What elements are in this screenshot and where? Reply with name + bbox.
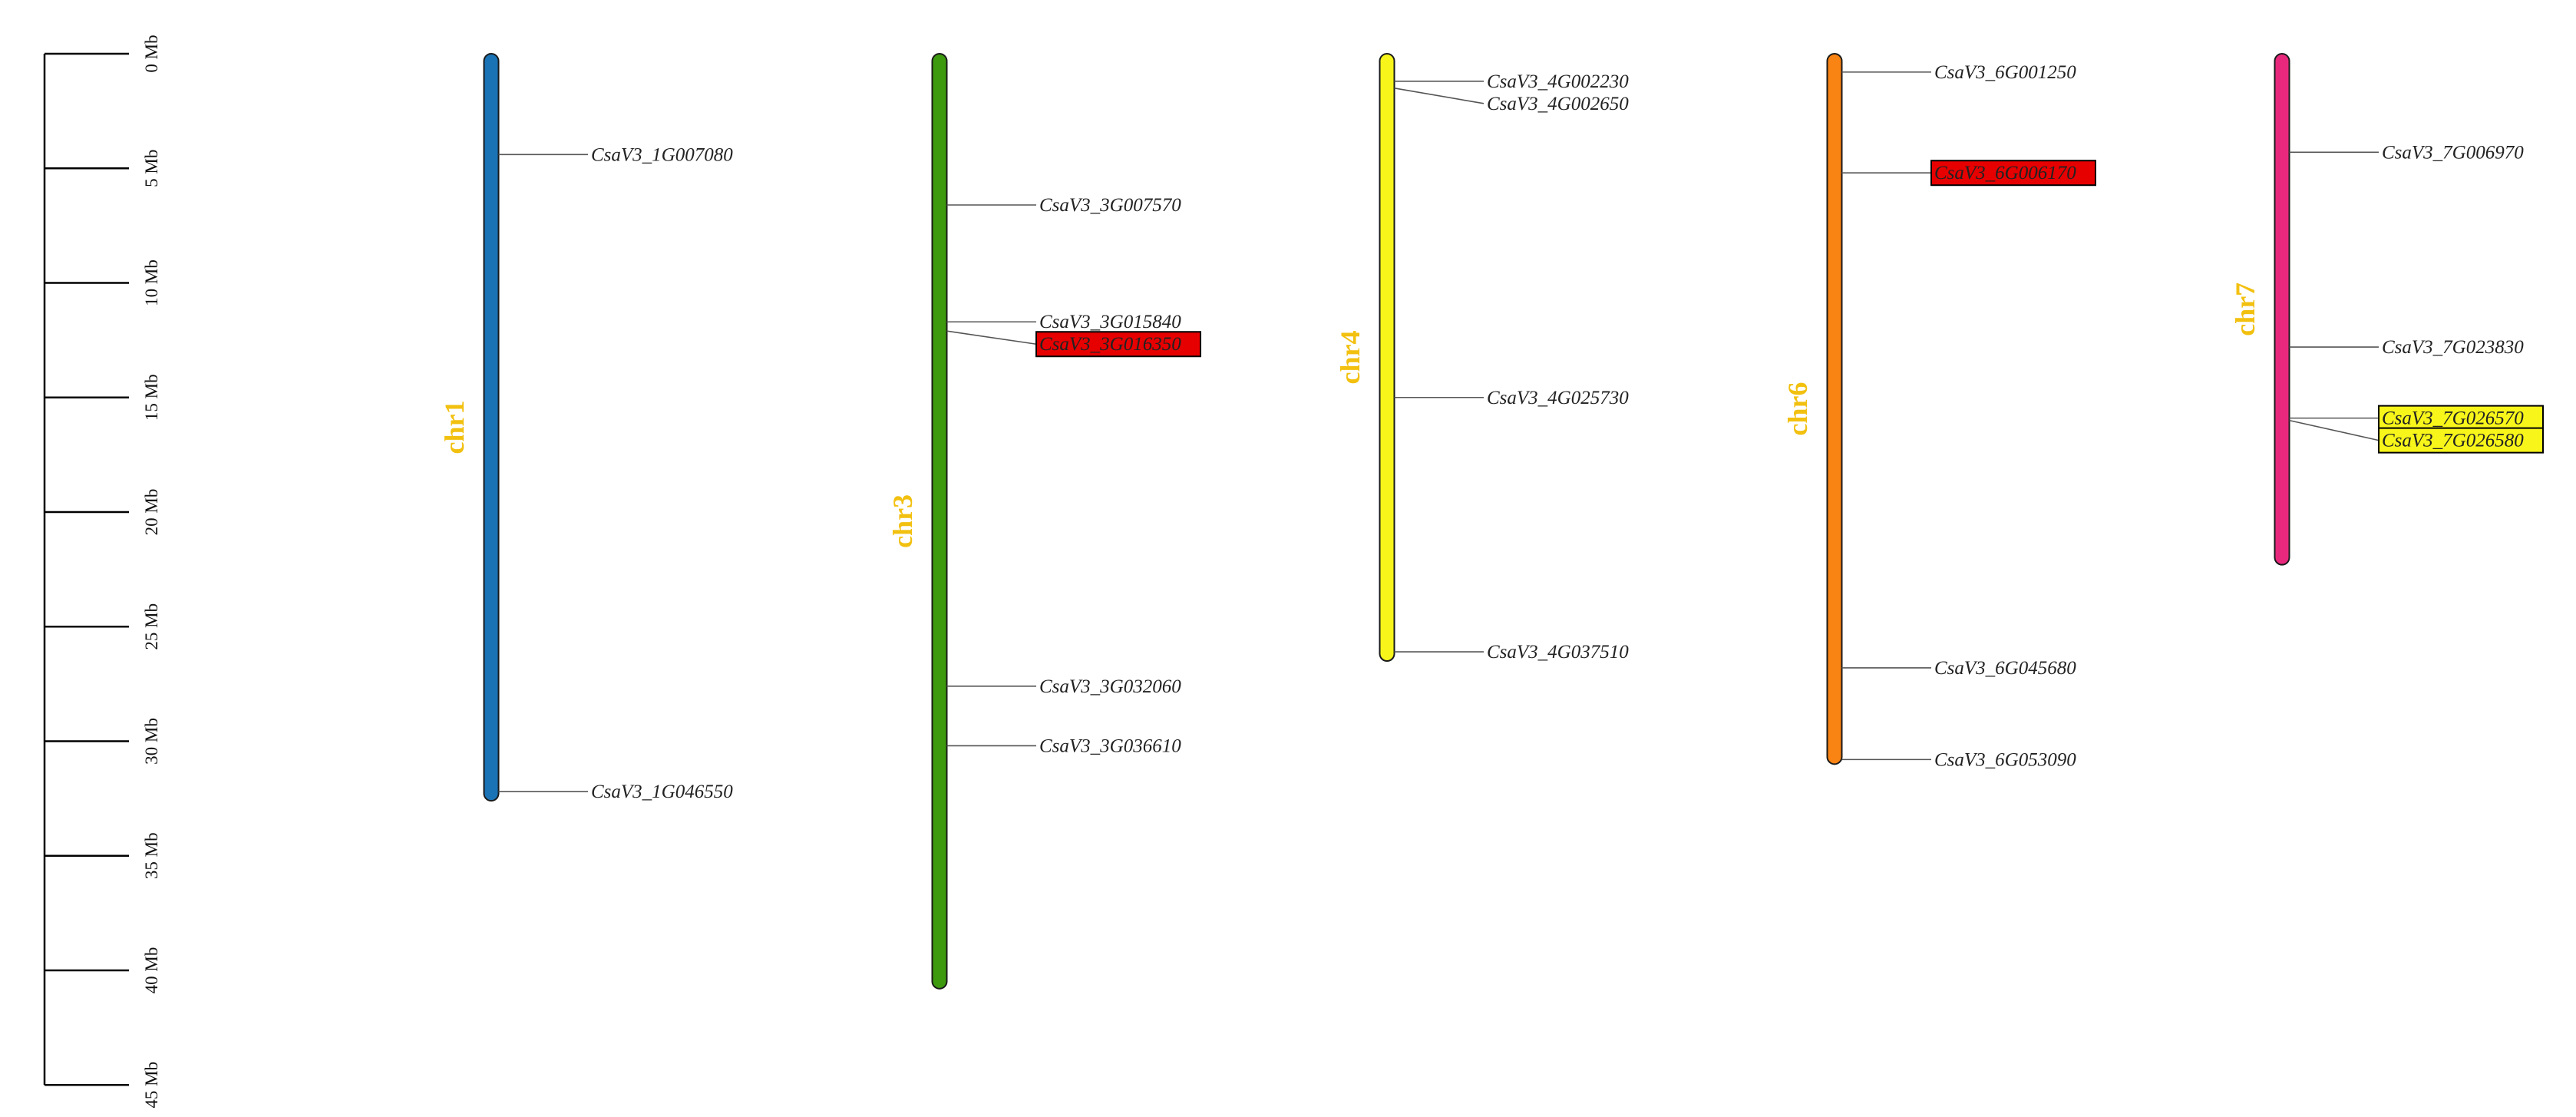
gene-highlight-box (2378, 427, 2544, 454)
scale-bar: 0 Mb 5 Mb 10 Mb 15 Mb 20 Mb 25 Mb 30 Mb 35 Mb 40… (43, 35, 161, 1109)
gene-label: CsaV3_3G007570 (1039, 195, 1181, 216)
gene-connector (2289, 419, 2379, 441)
scale-tick-label: 40 Mb (142, 947, 161, 994)
gene-label: CsaV3_7G006970 (2382, 142, 2524, 163)
gene-highlight-box (1035, 331, 1201, 358)
gene-label: CsaV3_4G037510 (1487, 642, 1629, 663)
scale-tick-label: 30 Mb (142, 718, 161, 765)
chromosome-label: chr7 (2230, 283, 2261, 336)
chromosome-bar (1826, 53, 1843, 765)
gene-highlight-box (1930, 160, 2096, 187)
scale-tick-label: 0 Mb (142, 35, 161, 72)
scale-tick-label: 15 Mb (142, 374, 161, 421)
gene-label: CsaV3_3G016350 (1039, 334, 1181, 355)
gene-label: CsaV3_4G002650 (1487, 94, 1629, 114)
gene-label: CsaV3_3G036610 (1039, 735, 1181, 756)
gene-label: CsaV3_4G025730 (1487, 388, 1629, 408)
gene-label: CsaV3_6G006170 (1934, 163, 2076, 183)
gene-label: CsaV3_3G032060 (1039, 676, 1181, 697)
chromosome-label: chr4 (1335, 331, 1366, 385)
chromosome-label: chr1 (439, 401, 470, 454)
gene-label: CsaV3_1G046550 (591, 782, 733, 802)
chromosome-bar (931, 53, 948, 990)
chromosome-label: chr3 (887, 494, 918, 548)
chromosome-bar (2274, 53, 2290, 566)
scale-tick-label: 25 Mb (142, 603, 161, 650)
gene-label: CsaV3_1G007080 (591, 144, 733, 165)
chromosome-bar (483, 53, 500, 802)
chromosome-chr4: chr4 CsaV3_4G002230CsaV3_4G002650CsaV3_4G… (1335, 53, 1629, 663)
chromosome-chr7: chr7 CsaV3_7G006970CsaV3_7G023830CsaV3_7G… (2230, 53, 2544, 566)
chromosome-chr6: chr6 CsaV3_6G001250CsaV3_6G006170CsaV3_6G… (1782, 53, 2096, 770)
gene-highlight-box (2378, 405, 2544, 431)
gene-label: CsaV3_7G026580 (2382, 431, 2524, 451)
scale-tick-label: 35 Mb (142, 832, 161, 879)
gene-connector (946, 330, 1037, 345)
gene-label: CsaV3_6G001250 (1934, 62, 2076, 83)
gene-label: CsaV3_3G015840 (1039, 312, 1181, 332)
chromosome-chr3: chr3CsaV3_3G007570CsaV3_3G015840CsaV3_3G… (887, 53, 1201, 990)
chromosome-bar (1379, 53, 1395, 663)
scale-tick-label: 10 Mb (142, 259, 161, 306)
scale-tick-label: 5 Mb (142, 150, 161, 187)
gene-label: CsaV3_7G023830 (2382, 337, 2524, 358)
gene-connector (1394, 87, 1485, 104)
gene-label: CsaV3_6G053090 (1934, 749, 2076, 770)
gene-label: CsaV3_4G002230 (1487, 71, 1629, 92)
gene-label: CsaV3_7G026570 (2382, 408, 2524, 429)
scale-tick-label: 20 Mb (142, 489, 161, 536)
chromosomes: chr1CsaV3_1G007080CsaV3_1G046550chr3CsaV… (439, 53, 2544, 990)
scale-tick-label: 45 Mb (142, 1062, 161, 1109)
gene-label: CsaV3_6G045680 (1934, 658, 2076, 679)
chromosome-label: chr6 (1782, 382, 1813, 436)
